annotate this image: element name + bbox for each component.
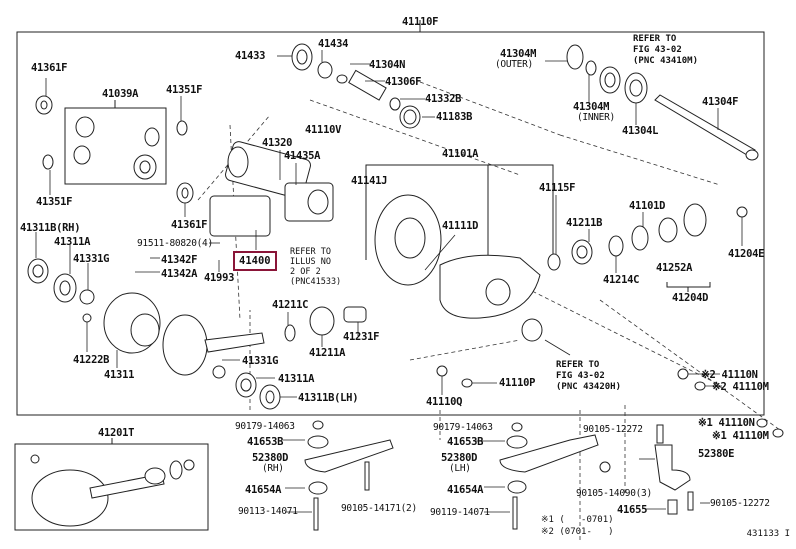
part-label-41320[interactable]: 41320 bbox=[262, 137, 293, 149]
part-label-41101D[interactable]: 41101D bbox=[629, 200, 666, 212]
part-label-41201T[interactable]: 41201T bbox=[98, 427, 135, 439]
part-label-90105-14090[interactable]: 90105-14090(3) bbox=[576, 488, 652, 499]
part-label-41101A[interactable]: 41101A bbox=[442, 148, 479, 160]
part-label-41331G-left[interactable]: 41331G bbox=[73, 253, 110, 265]
refer-note-43410M: REFER TO FIG 43-02 (PNC 43410M) bbox=[633, 34, 699, 66]
refer-note-illus: REFER TO ILLUS NO 2 OF 2 (PNC41533) bbox=[290, 247, 342, 287]
part-label-41211B[interactable]: 41211B bbox=[566, 217, 603, 229]
part-label-41204D[interactable]: 41204D bbox=[672, 292, 709, 304]
part-label-41361F[interactable]: 41361F bbox=[171, 219, 208, 231]
part-label-90105-14171[interactable]: 90105-14171(2) bbox=[341, 503, 417, 514]
part-label-41304N[interactable]: 41304N bbox=[369, 59, 406, 71]
part-label-41214C[interactable]: 41214C bbox=[603, 274, 640, 286]
part-label-41306F[interactable]: 41306F bbox=[385, 76, 422, 88]
part-label-90119-14071[interactable]: 90119-14071 bbox=[430, 507, 490, 518]
part-label-41222B[interactable]: 41222B bbox=[73, 354, 110, 366]
part-label-90105-12272-a[interactable]: 90105-12272 bbox=[583, 424, 643, 435]
part-label-41039A[interactable]: 41039A bbox=[102, 88, 139, 100]
part-label-41110P[interactable]: 41110P bbox=[499, 377, 536, 389]
figure-code: 431133 I bbox=[746, 529, 790, 539]
part-label-41304M-outer[interactable]: 41304M bbox=[500, 48, 537, 60]
part-label-41110Q[interactable]: 41110Q bbox=[426, 396, 463, 408]
rh-note: (RH) bbox=[262, 463, 284, 474]
part-label-41433[interactable]: 41433 bbox=[235, 50, 266, 62]
part-label-41311A-left[interactable]: 41311A bbox=[54, 236, 91, 248]
part-label-41342F[interactable]: 41342F bbox=[161, 254, 198, 266]
part-label-41304F[interactable]: 41304F bbox=[702, 96, 739, 108]
part-label-41993[interactable]: 41993 bbox=[204, 272, 235, 284]
part-label-41110M-v2[interactable]: ※2 41110M bbox=[712, 381, 769, 393]
part-label-52380D-rh[interactable]: 52380D bbox=[252, 452, 289, 464]
part-label-41110V[interactable]: 41110V bbox=[305, 124, 342, 136]
part-label-41183B[interactable]: 41183B bbox=[436, 111, 473, 123]
legend-note-1: ※1 ( -0701) bbox=[541, 515, 614, 525]
part-label-41141J[interactable]: 41141J bbox=[351, 175, 388, 187]
part-label-41655[interactable]: 41655 bbox=[617, 504, 648, 516]
part-label-41654A-b[interactable]: 41654A bbox=[447, 484, 484, 496]
part-label-41434[interactable]: 41434 bbox=[318, 38, 349, 50]
part-label-41304M-inner[interactable]: 41304M bbox=[573, 101, 610, 113]
part-label-41211A[interactable]: 41211A bbox=[309, 347, 346, 359]
part-label-41351F-top[interactable]: 41351F bbox=[166, 84, 203, 96]
part-label-52380D-lh[interactable]: 52380D bbox=[441, 452, 478, 464]
part-label-41211C[interactable]: 41211C bbox=[272, 299, 309, 311]
part-label-41653B-a[interactable]: 41653B bbox=[247, 436, 284, 448]
part-label-90105-12272-b[interactable]: 90105-12272 bbox=[710, 498, 770, 509]
refer-note-43420H: REFER TO FIG 43-02 (PNC 43420H) bbox=[556, 360, 622, 392]
legend-note-2: ※2 (0701- ) bbox=[541, 527, 614, 537]
part-label-90113-14071[interactable]: 90113-14071 bbox=[238, 506, 298, 517]
part-label-41351F[interactable]: 41351F bbox=[36, 196, 73, 208]
part-label-41311B-rh[interactable]: 41311B(RH) bbox=[20, 222, 81, 234]
inner-note: (INNER) bbox=[577, 112, 615, 123]
part-label-41311[interactable]: 41311 bbox=[104, 369, 135, 381]
part-label-41110N-v2[interactable]: ※2 41110N bbox=[701, 369, 758, 381]
main-frame bbox=[16, 31, 765, 416]
part-label-41332B[interactable]: 41332B bbox=[425, 93, 462, 105]
part-label-91511-80820[interactable]: 91511-80820(4) bbox=[137, 238, 213, 249]
part-label-41653B-b[interactable]: 41653B bbox=[447, 436, 484, 448]
part-label-41654A-a[interactable]: 41654A bbox=[245, 484, 282, 496]
part-label-41110F[interactable]: 41110F bbox=[402, 16, 439, 28]
part-label-41231F[interactable]: 41231F bbox=[343, 331, 380, 343]
part-label-41304L[interactable]: 41304L bbox=[622, 125, 659, 137]
part-label-41331G[interactable]: 41331G bbox=[242, 355, 279, 367]
part-label-41252A[interactable]: 41252A bbox=[656, 262, 693, 274]
part-label-41311A[interactable]: 41311A bbox=[278, 373, 315, 385]
part-label-41115F[interactable]: 41115F bbox=[539, 182, 576, 194]
part-label-41111D[interactable]: 41111D bbox=[442, 220, 479, 232]
part-label-90179-14063-a[interactable]: 90179-14063 bbox=[235, 421, 295, 432]
part-label-41110M-v1[interactable]: ※1 41110M bbox=[712, 430, 769, 442]
part-label-41361F-top[interactable]: 41361F bbox=[31, 62, 68, 74]
highlighted-part-41400[interactable]: 41400 bbox=[233, 251, 277, 271]
part-label-41110N-v1[interactable]: ※1 41110N bbox=[698, 417, 755, 429]
part-label-90179-14063-b[interactable]: 90179-14063 bbox=[433, 422, 493, 433]
part-label-41342A[interactable]: 41342A bbox=[161, 268, 198, 280]
outer-note: (OUTER) bbox=[495, 59, 533, 70]
lh-note: (LH) bbox=[449, 463, 471, 474]
part-label-41204E[interactable]: 41204E bbox=[728, 248, 765, 260]
part-label-41435A[interactable]: 41435A bbox=[284, 150, 321, 162]
part-label-52380E[interactable]: 52380E bbox=[698, 448, 735, 460]
part-label-41311B-lh[interactable]: 41311B(LH) bbox=[298, 392, 359, 404]
